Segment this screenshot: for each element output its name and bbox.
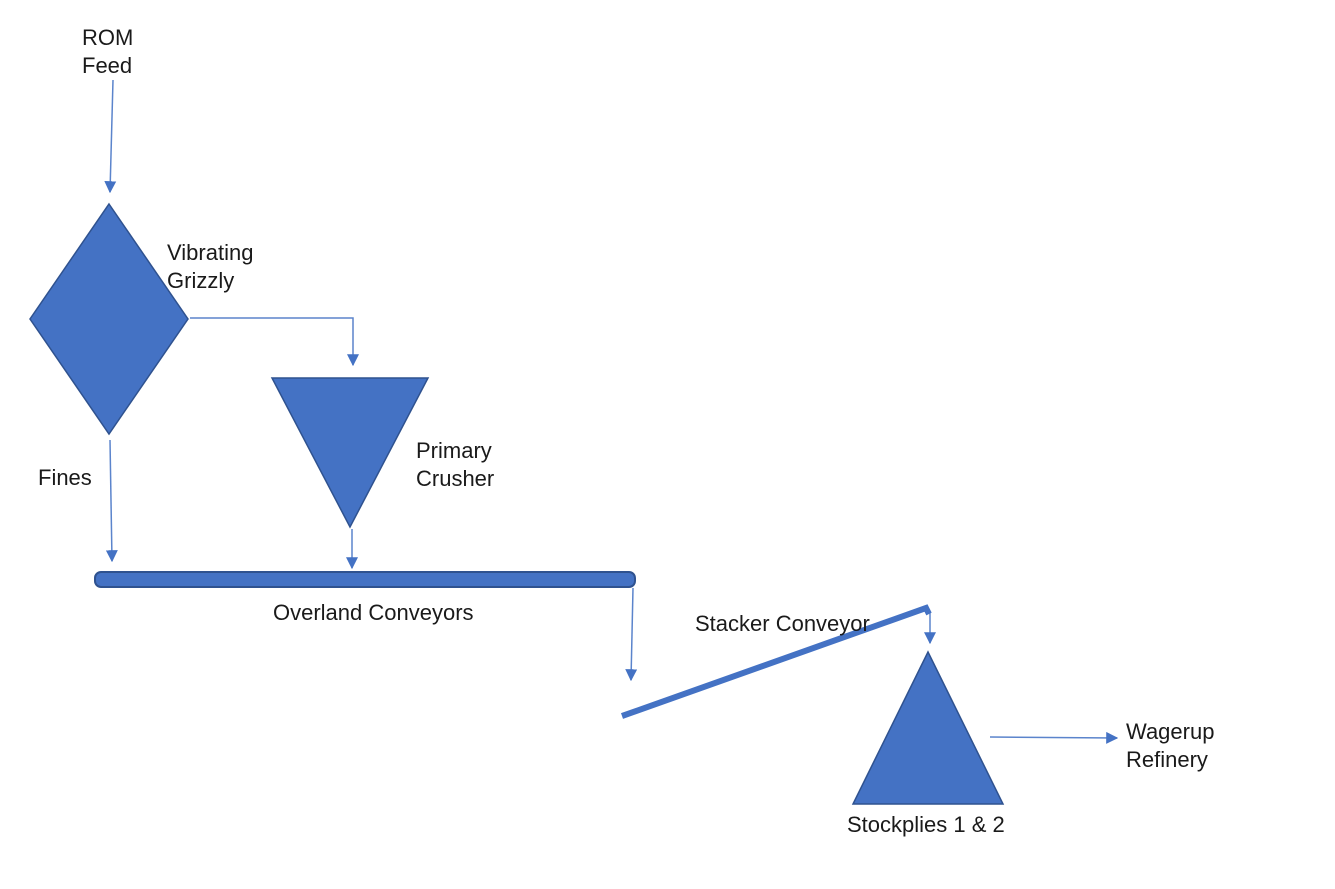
vibrating-grizzly-diamond — [29, 202, 189, 436]
label-overland-conveyors: Overland Conveyors — [273, 600, 474, 625]
stockpiles-triangle — [851, 650, 1005, 805]
label-vibrating-grizzly: Vibrating Grizzly — [167, 240, 254, 293]
label-primary-crusher: Primary Crusher — [416, 438, 495, 491]
label-stacker-conveyor: Stacker Conveyor — [695, 611, 870, 636]
arrow-stockpile-to-refinery — [989, 731, 1119, 744]
label-stockpiles: Stockplies 1 & 2 — [847, 812, 1005, 837]
arrow-fines-to-conveyor — [105, 439, 118, 563]
overland-conveyors-bar — [94, 571, 636, 588]
primary-crusher-inverted-triangle — [270, 377, 430, 529]
label-fines: Fines — [38, 465, 92, 490]
label-rom-feed: ROM Feed — [82, 25, 134, 78]
arrow-rom-feed-to-grizzly — [104, 79, 117, 194]
stacker-conveyor-line — [620, 604, 932, 719]
arrow-grizzly-to-crusher — [190, 317, 359, 367]
arrow-conveyor-to-stacker — [625, 587, 638, 682]
label-wagerup-refinery: Wagerup Refinery — [1126, 719, 1215, 772]
